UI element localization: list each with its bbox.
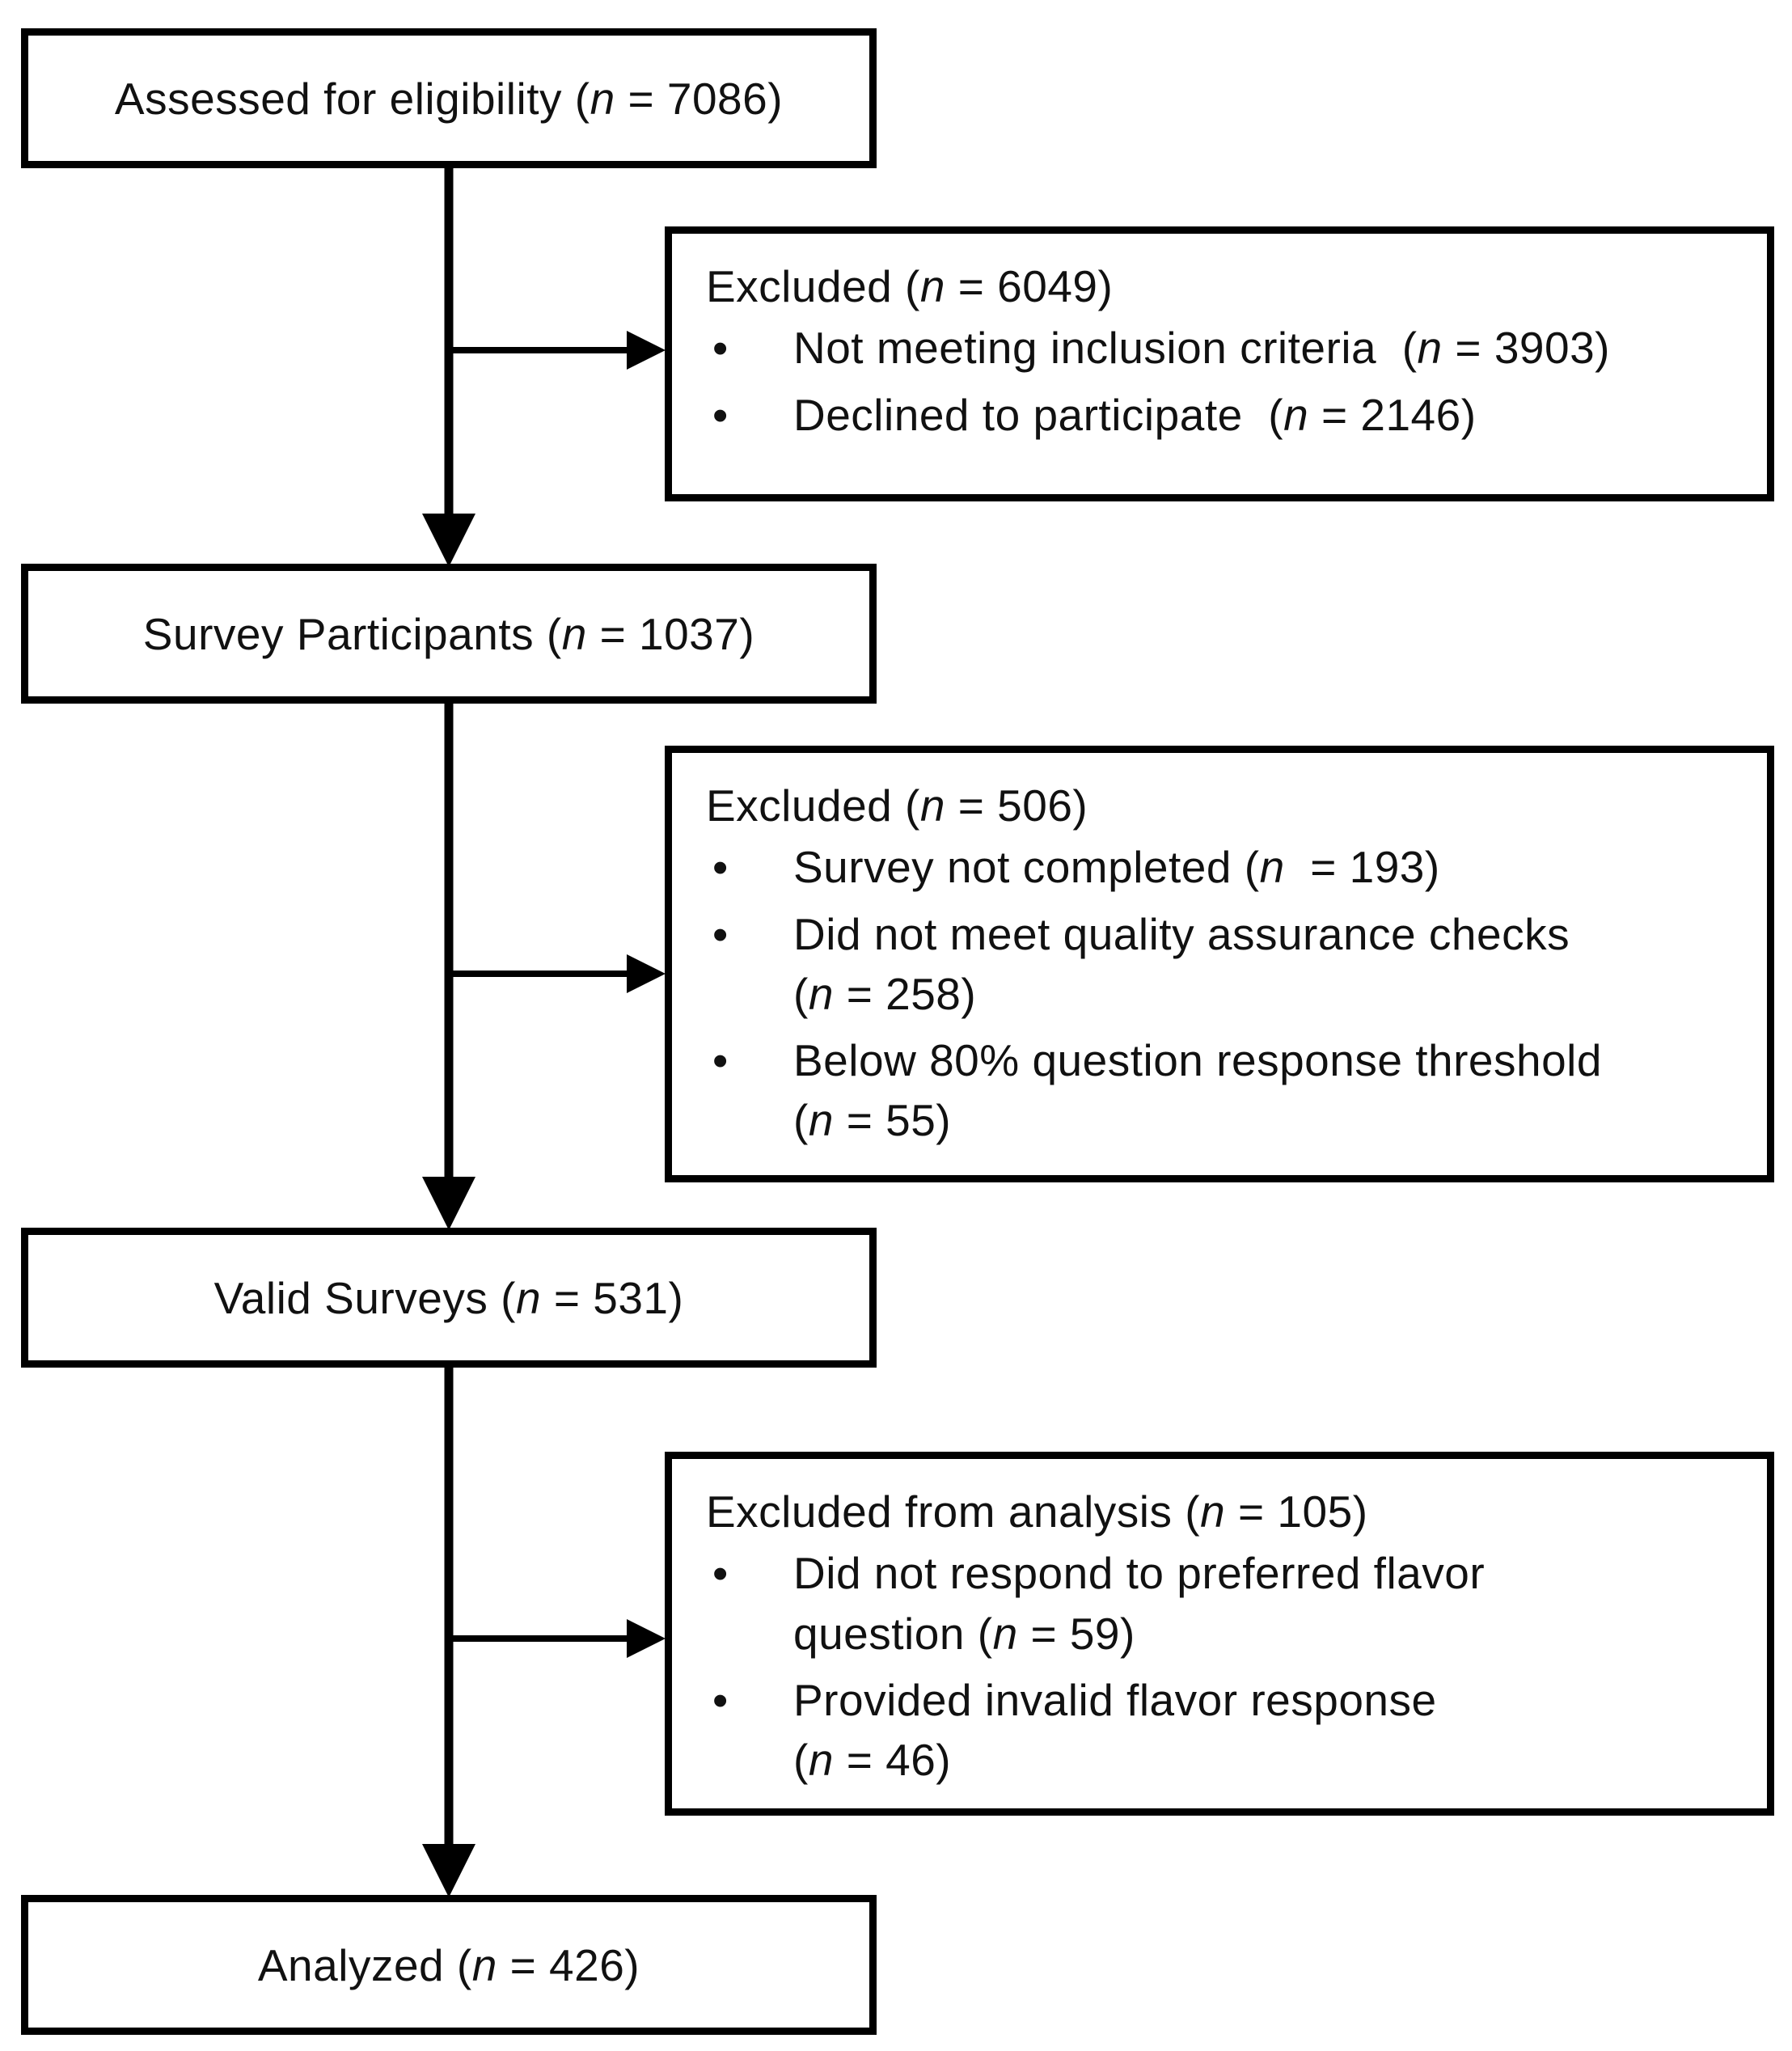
- assessed-label: Assessed for eligibility: [114, 73, 562, 124]
- bullet-icon: •: [712, 389, 729, 440]
- item-text: Not meeting inclusion criteria: [793, 323, 1377, 374]
- equals-sign: =: [846, 1095, 873, 1146]
- bullet-icon: •: [712, 1035, 729, 1085]
- survey-participants-box: Survey Participants (n = 1037): [21, 564, 877, 704]
- list-item: • Did not respond to preferred flavor que…: [706, 1543, 1621, 1664]
- item-count: 3903: [1494, 323, 1595, 374]
- n-symbol: n: [590, 73, 615, 124]
- equals-sign: =: [846, 968, 873, 1019]
- n-symbol: n: [471, 1939, 497, 1990]
- exclusion-box-2: Excluded (n = 506) • Survey not completed…: [665, 746, 1774, 1182]
- equals-sign: =: [957, 261, 985, 311]
- bullet-icon: •: [712, 323, 729, 374]
- assessed-box: Assessed for eligibility (n = 7086): [21, 28, 877, 168]
- equals-sign: =: [509, 1939, 537, 1990]
- n-symbol: n: [808, 1735, 834, 1785]
- exclusion-list: • Did not respond to preferred flavor que…: [706, 1543, 1767, 1790]
- list-item: •Survey not completed (n = 193): [706, 837, 1718, 897]
- bullet-icon: •: [712, 842, 729, 893]
- list-item: •Below 80% question response threshold(n…: [706, 1030, 1718, 1151]
- item-text: Did not respond to preferred flavor ques…: [793, 1548, 1486, 1659]
- item-count: 55: [885, 1095, 936, 1146]
- equals-sign: =: [553, 1272, 581, 1323]
- n-symbol: n: [1283, 389, 1309, 440]
- analyzed-box: Analyzed (n = 426): [21, 1895, 877, 2035]
- equals-sign: =: [1238, 1486, 1265, 1537]
- valid-surveys-box: Valid Surveys (n = 531): [21, 1228, 877, 1368]
- bullet-icon: •: [712, 1674, 729, 1725]
- survey-participants-count: 1037: [639, 608, 740, 659]
- exclusion-list: •Survey not completed (n = 193) •Did not…: [706, 837, 1767, 1150]
- exclusion-title: Excluded (n = 6049): [706, 261, 1114, 311]
- list-item: •Provided invalid flavor response(n = 46…: [706, 1670, 1621, 1791]
- item-text: Below 80% question response threshold: [793, 1035, 1602, 1085]
- item-text: Declined to participate: [793, 389, 1243, 440]
- exclusion-title-text: Excluded from analysis: [706, 1486, 1173, 1537]
- bullet-icon: •: [712, 1548, 729, 1599]
- item-count: 193: [1349, 842, 1425, 893]
- exclusion-title-text: Excluded: [706, 261, 893, 311]
- exclusion-title: Excluded (n = 506): [706, 780, 1088, 831]
- item-text: Did not meet quality assurance checks: [793, 908, 1570, 959]
- n-symbol: n: [561, 608, 587, 659]
- item-count: 46: [885, 1735, 936, 1785]
- item-text: Provided invalid flavor response: [793, 1674, 1437, 1725]
- n-symbol: n: [808, 968, 834, 1019]
- assessed-count: 7086: [666, 73, 768, 124]
- n-symbol: n: [515, 1272, 542, 1323]
- equals-sign: =: [628, 73, 655, 124]
- n-symbol: n: [919, 261, 945, 311]
- exclusion-title-text: Excluded: [706, 780, 893, 831]
- bullet-icon: •: [712, 908, 729, 959]
- item-count: 258: [885, 968, 962, 1019]
- equals-sign: =: [1310, 842, 1337, 893]
- exclusion-count: 6049: [997, 261, 1098, 311]
- equals-sign: =: [846, 1735, 873, 1785]
- n-symbol: n: [1200, 1486, 1226, 1537]
- exclusion-title: Excluded from analysis (n = 105): [706, 1486, 1368, 1537]
- valid-surveys-count: 531: [593, 1272, 669, 1323]
- equals-sign: =: [1030, 1608, 1058, 1659]
- item-count: 2146: [1360, 389, 1461, 440]
- n-symbol: n: [919, 780, 945, 831]
- equals-sign: =: [957, 780, 985, 831]
- valid-surveys-label: Valid Surveys: [213, 1272, 488, 1323]
- item-text: Survey not completed: [793, 842, 1232, 893]
- exclusion-box-1: Excluded (n = 6049) • Not meeting inclusi…: [665, 226, 1774, 501]
- exclusion-list: •Not meeting inclusion criteria (n = 390…: [706, 318, 1767, 445]
- survey-participants-label: Survey Participants: [142, 608, 535, 659]
- equals-sign: =: [1321, 389, 1348, 440]
- exclusion-box-3: Excluded from analysis (n = 105) • Did no…: [665, 1452, 1774, 1816]
- list-item: •Declined to participate (n = 2146): [706, 385, 1767, 445]
- analyzed-label: Analyzed: [257, 1939, 445, 1990]
- list-item: •Not meeting inclusion criteria (n = 390…: [706, 318, 1767, 378]
- equals-sign: =: [599, 608, 627, 659]
- exclusion-count: 506: [997, 780, 1073, 831]
- n-symbol: n: [1259, 842, 1285, 893]
- analyzed-count: 426: [549, 1939, 625, 1990]
- n-symbol: n: [808, 1095, 834, 1146]
- n-symbol: n: [1417, 323, 1443, 374]
- n-symbol: n: [992, 1608, 1018, 1659]
- equals-sign: =: [1455, 323, 1482, 374]
- exclusion-count: 105: [1277, 1486, 1353, 1537]
- list-item: •Did not meet quality assurance checks(n…: [706, 904, 1718, 1025]
- item-count: 59: [1069, 1608, 1121, 1659]
